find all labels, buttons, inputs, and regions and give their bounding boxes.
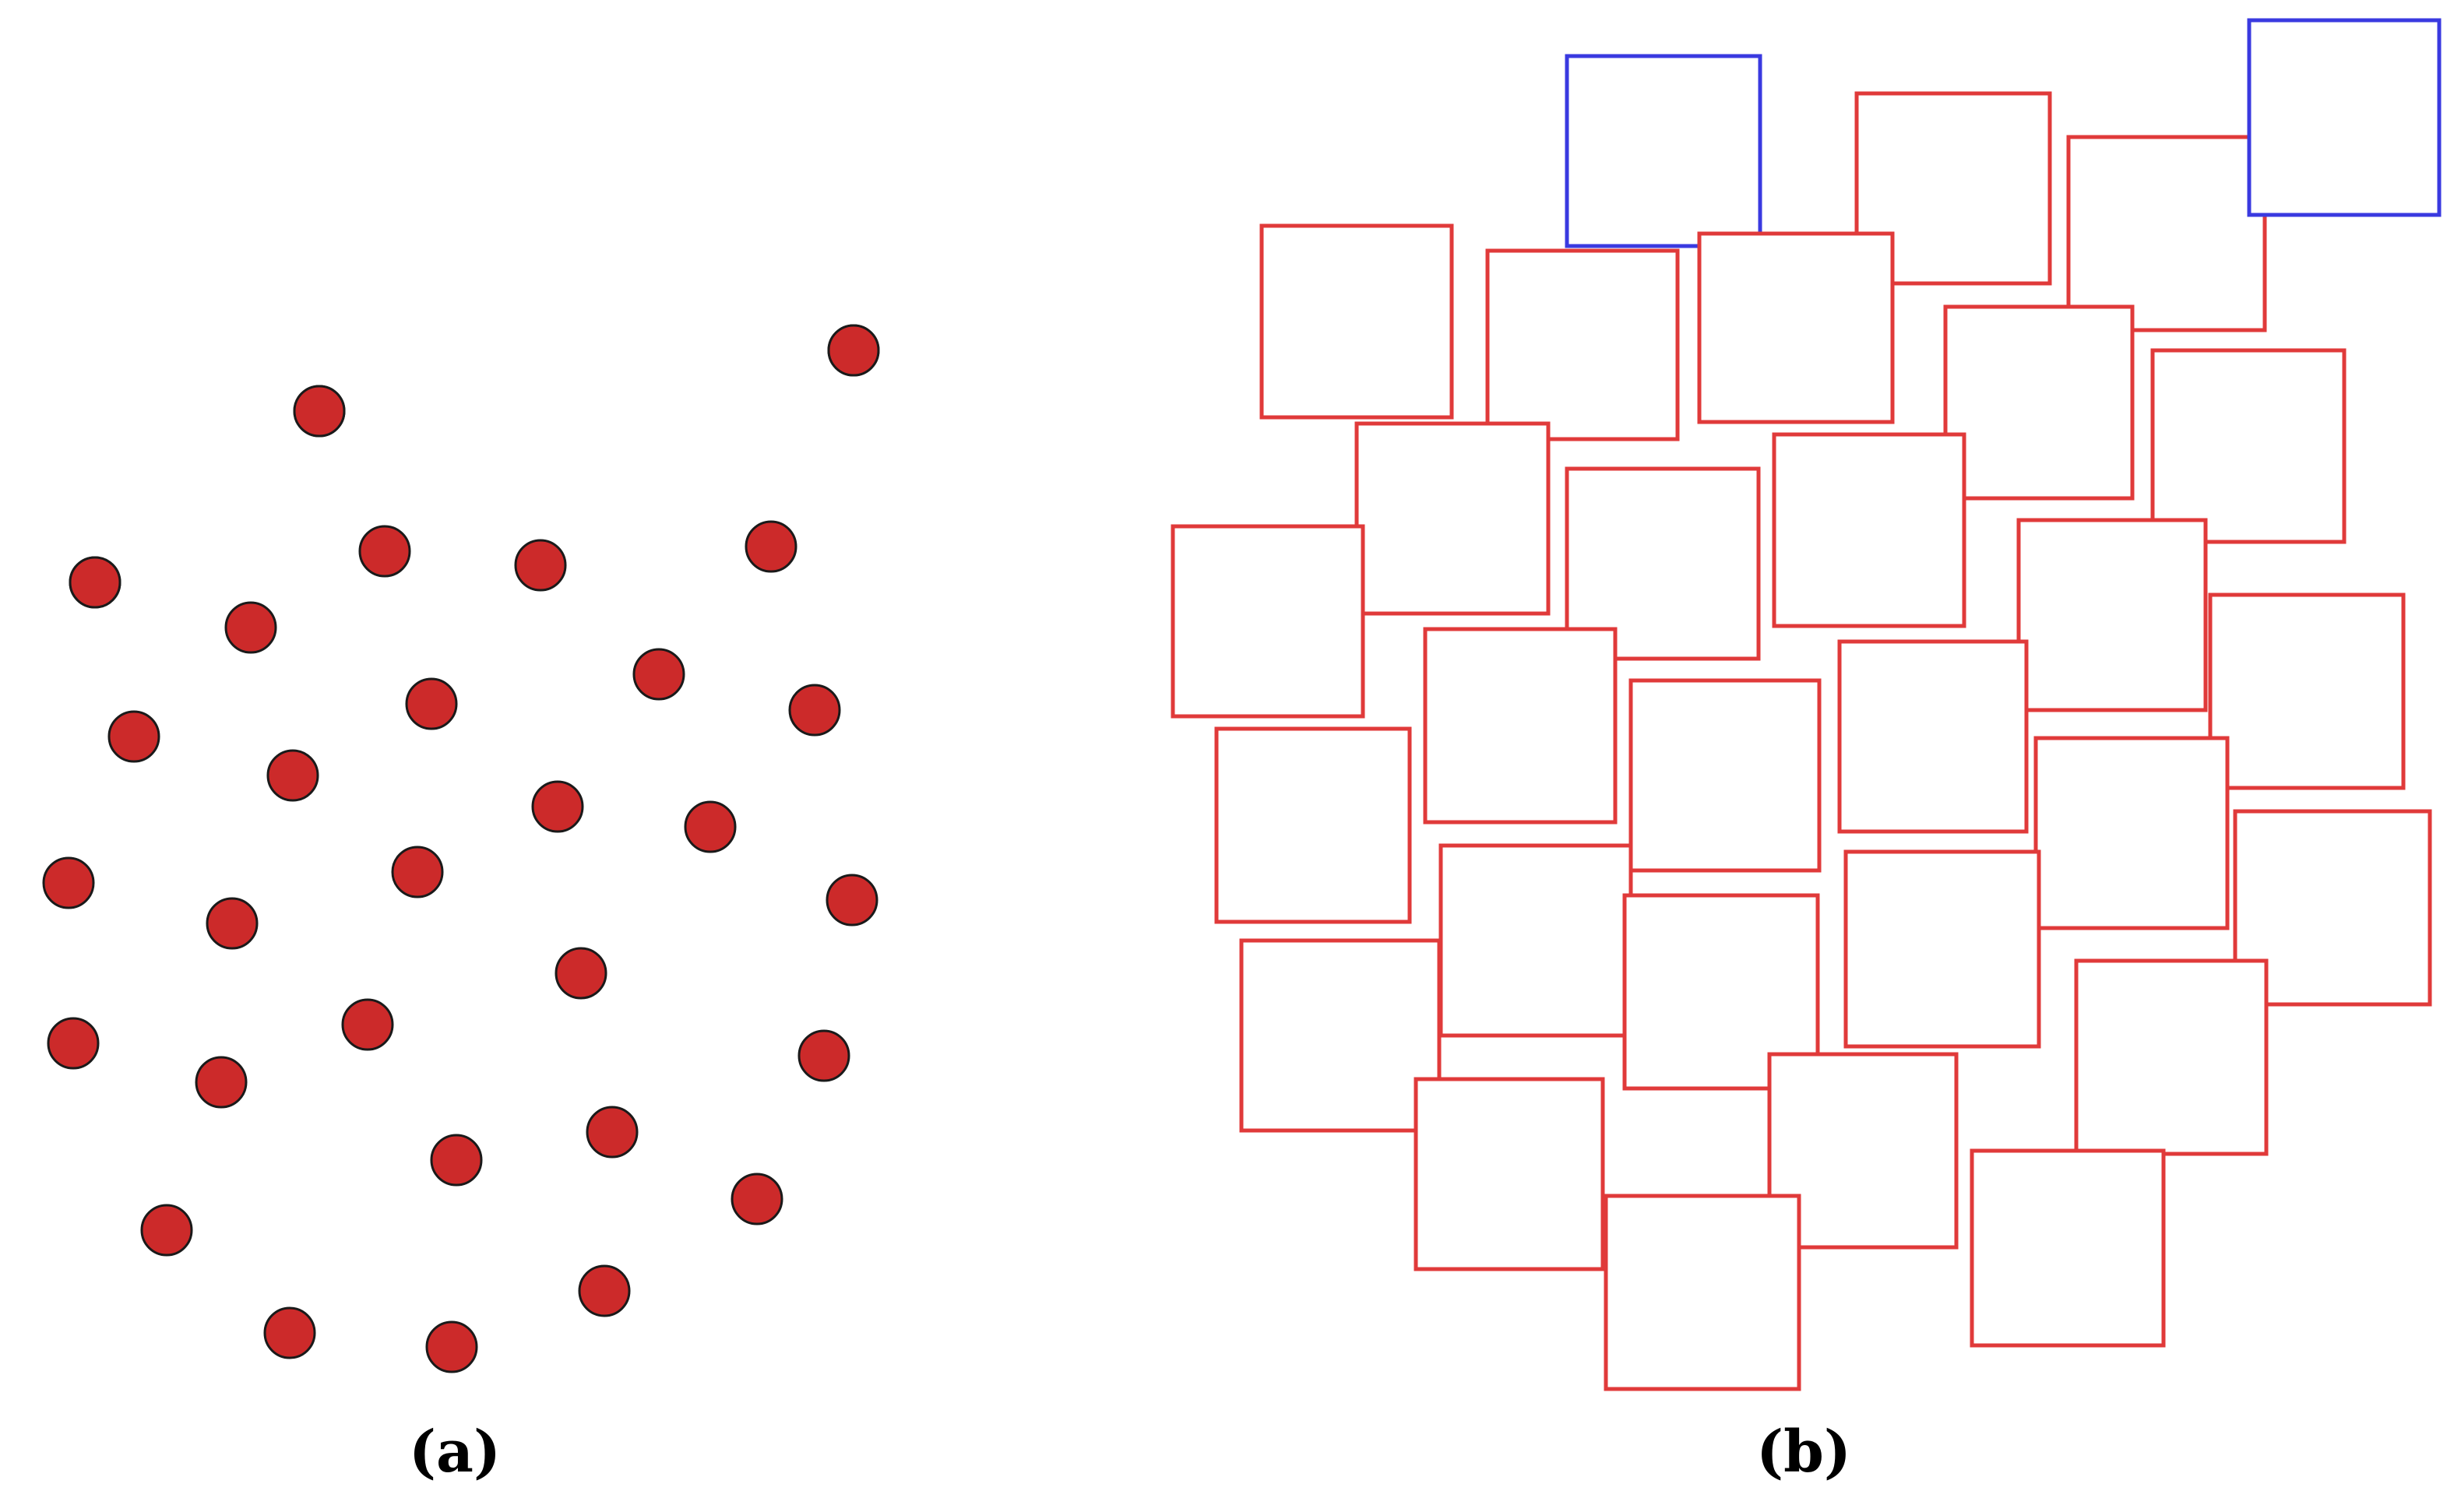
- word-cloud-c20: helpflutesttestsfoodnewsingling: [2033, 736, 2230, 930]
- red-node: [405, 677, 458, 730]
- word-cloud-c27: strainbirdworriesfluuk: [1414, 1077, 1605, 1271]
- word-cloud-c01: muchstocku.ssteadyshowstarbucks: [1565, 54, 1762, 248]
- red-node: [293, 385, 346, 438]
- red-node: [224, 601, 277, 654]
- word-cloud-c16: fluh5n1foundbritainswanstrain: [1628, 678, 1822, 873]
- word-cloud-c14: departmentbaddeadyetreportreceivedh5n1re…: [1171, 524, 1365, 719]
- word-cloud-frame: [1259, 223, 1454, 420]
- red-node: [107, 710, 160, 763]
- word-cloud-frame: [2247, 18, 2442, 217]
- panel-b-label: (b): [1756, 1419, 1851, 1486]
- word-cloud-c17: strainbirdspottingthursdaydiseasespreadh…: [1837, 639, 2029, 834]
- word-cloud-c03: fundsmedicinesdrugsshortneededquickernot…: [2066, 135, 2267, 332]
- red-node: [826, 874, 878, 927]
- word-cloud-frame: [1628, 678, 1822, 873]
- panel-a-label: (a): [409, 1419, 501, 1486]
- word-cloud-frame: [1772, 432, 1966, 628]
- word-cloud-frame: [2066, 135, 2267, 332]
- panel-b-word-clouds: muchstocku.ssteadyshowstarbucksegypttodd…: [1171, 18, 2442, 1391]
- red-node: [358, 525, 411, 578]
- word-cloud-c08: humanprovincesquotedbirdstateflulatestca…: [1943, 304, 2135, 501]
- red-node: [263, 1306, 316, 1359]
- red-node: [555, 947, 607, 1000]
- red-node: [195, 1056, 248, 1109]
- word-cloud-frame: [1843, 849, 2041, 1049]
- red-node: [140, 1204, 193, 1257]
- red-node: [430, 1134, 483, 1187]
- word-cloud-c23: watchplanflubird: [1843, 849, 2041, 1049]
- word-cloud-frame: [1697, 231, 1895, 424]
- red-node: [531, 780, 584, 833]
- word-cloud-c22: wilddeadbritishbirdfluvirus: [1438, 843, 1633, 1038]
- red-node: [341, 998, 394, 1051]
- red-node: [514, 539, 567, 592]
- word-cloud-frame: [1837, 639, 2029, 834]
- word-cloud-frame: [1214, 726, 1412, 924]
- word-cloud-c05: uktestswildflutown: [1259, 223, 1454, 420]
- red-node: [425, 1320, 478, 1373]
- red-node: [797, 1029, 850, 1082]
- red-node: [745, 520, 797, 573]
- word-cloud-c11: fluukdeadbirdvillage: [1565, 466, 1761, 661]
- word-cloud-frame: [2074, 958, 2269, 1156]
- red-node: [827, 324, 880, 377]
- word-cloud-c26: storyflulatestcatsfullbirdscientistsread…: [2074, 958, 2269, 1156]
- word-cloud-c19: britainconfirmsreadlatestdiseaseputstory…: [1214, 726, 1412, 924]
- word-cloud-frame: [1943, 304, 2135, 501]
- word-cloud-frame: [1354, 421, 1551, 616]
- word-cloud-frame: [1438, 843, 1633, 1038]
- red-node: [47, 1017, 100, 1070]
- red-node: [206, 897, 259, 950]
- red-node: [731, 1173, 783, 1225]
- word-cloud-c30: ruralbritainnationalunionflu: [1604, 1194, 1801, 1391]
- word-cloud-frame: [1414, 1077, 1605, 1271]
- word-cloud-frame: [2016, 518, 2208, 712]
- red-node: [69, 556, 121, 609]
- word-cloud-c10: birdwildflustcase: [1354, 421, 1551, 616]
- word-cloud-c06: casefirstwildfluuk: [1485, 248, 1680, 441]
- word-cloud-frame: [1604, 1194, 1801, 1391]
- word-cloud-frame: [1565, 466, 1761, 661]
- word-cloud-frame: [1485, 248, 1680, 441]
- red-node: [266, 749, 319, 802]
- red-node: [391, 846, 444, 898]
- word-cloud-frame: [1171, 524, 1365, 719]
- word-cloud-c04: coyorku.snewoilsalesthursday: [2247, 18, 2442, 217]
- word-cloud-frame: [2150, 348, 2347, 544]
- word-cloud-c29: fluh5n1strainwildukswan: [1970, 1148, 2166, 1348]
- red-node: [586, 1106, 639, 1159]
- word-cloud-frame: [1970, 1148, 2166, 1348]
- word-cloud-c18: birdcatszonesflurolewild: [2208, 592, 2406, 790]
- word-cloud-frame: [1565, 54, 1762, 248]
- word-cloud-frame: [2208, 592, 2406, 790]
- red-node: [788, 684, 841, 737]
- red-node: [42, 856, 95, 909]
- word-cloud-c07: birdukswanfirstfluwild: [1697, 231, 1895, 424]
- word-cloud-c09: colombiapeoplebirdsfluviruscatayorsfound…: [2150, 348, 2347, 544]
- red-node: [578, 1264, 631, 1317]
- word-cloud-frame: [1239, 938, 1442, 1133]
- red-node: [632, 648, 685, 701]
- word-cloud-c13: birdrushedfoodtestsflutest: [2016, 518, 2208, 712]
- panel-a-node-graph: [42, 324, 880, 1373]
- word-cloud-frame: [1423, 627, 1618, 825]
- word-cloud-c24: h5n1yearsflubird: [1239, 938, 1442, 1133]
- word-cloud-c12: lethalukfirsttownh5n1wildflu: [1772, 432, 1966, 628]
- word-cloud-c15: fluvirusbirdsignssign: [1423, 627, 1618, 825]
- word-cloud-frame: [2033, 736, 2230, 930]
- red-node: [684, 800, 737, 853]
